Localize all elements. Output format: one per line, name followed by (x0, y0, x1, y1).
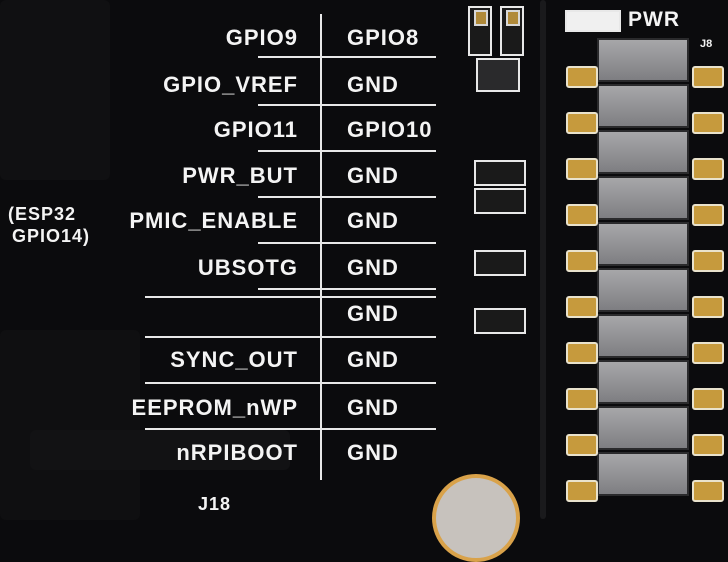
smd-component (474, 188, 526, 214)
header-pad (692, 158, 724, 180)
ic-package (476, 58, 520, 92)
header-pin (597, 130, 689, 174)
pin-label-right: GND (347, 255, 399, 280)
header-pad (566, 342, 598, 364)
pin-label-right: GND (347, 72, 399, 97)
pwr-label: PWR (628, 8, 680, 31)
header-pin (597, 360, 689, 404)
header-label: J8 (700, 38, 713, 50)
header-pad (692, 250, 724, 272)
pin-label-right: GND (347, 301, 399, 326)
header-pad (566, 66, 598, 88)
pwr-led (565, 10, 621, 32)
header-pin (597, 314, 689, 358)
header-pin (597, 84, 689, 128)
row-line (258, 104, 436, 106)
smd-component (474, 160, 526, 186)
side-note-line1: (ESP32 (8, 204, 77, 224)
header-pad (566, 296, 598, 318)
pin-label-right: GND (347, 440, 399, 465)
copper-pad (474, 10, 488, 26)
pin-label-left: UBSOTG (197, 255, 298, 280)
row-line (258, 242, 436, 244)
pin-label-right: GPIO10 (347, 117, 433, 142)
table-divider (320, 14, 322, 480)
pin-label-left: nRPIBOOT (176, 440, 298, 465)
header-pad (692, 342, 724, 364)
header-pad (566, 388, 598, 410)
smd-component (474, 308, 526, 334)
pcb-trace (30, 430, 290, 470)
row-line (145, 336, 436, 338)
header-pad (566, 204, 598, 226)
smd-component (474, 250, 526, 276)
header-pad (566, 250, 598, 272)
pin-label-right: GND (347, 347, 399, 372)
copper-pad (506, 10, 520, 26)
pin-label-right: GPIO8 (347, 25, 420, 50)
row-line (145, 428, 436, 430)
row-line (258, 150, 436, 152)
side-note-line2: GPIO14) (12, 226, 91, 246)
row-line (258, 56, 436, 58)
pin-label-left: GPIO11 (213, 117, 298, 142)
pin-label-left: GPIO9 (225, 25, 298, 50)
row-line (145, 382, 436, 384)
header-pad (692, 112, 724, 134)
pin-label-right: GND (347, 163, 399, 188)
header-pad (692, 480, 724, 502)
pin-label-left: EEPROM_nWP (131, 395, 298, 420)
header-pin (597, 268, 689, 312)
header-pin (597, 176, 689, 220)
header-pad (566, 480, 598, 502)
pin-label-left: SYNC_OUT (170, 347, 298, 372)
pcb-trace (0, 0, 110, 180)
pcb-trace (540, 0, 546, 519)
header-pad (566, 434, 598, 456)
row-line (258, 288, 436, 290)
header-pad (692, 204, 724, 226)
header-pad (692, 388, 724, 410)
header-pin (597, 406, 689, 450)
header-pad (692, 296, 724, 318)
header-pad (566, 158, 598, 180)
pin-label-left: PWR_BUT (182, 163, 298, 188)
header-pad (566, 112, 598, 134)
row-line (258, 196, 436, 198)
header-pad (692, 66, 724, 88)
pin-label-left: GPIO_VREF (163, 72, 298, 97)
header-pin (597, 222, 689, 266)
row-line (145, 296, 436, 298)
pin-label-right: GND (347, 208, 399, 233)
header-pad (692, 434, 724, 456)
pin-label-left: PMIC_ENABLE (129, 208, 298, 233)
pcb-trace (0, 330, 140, 520)
j18-label: J18 (198, 494, 232, 514)
round-pad (432, 474, 520, 562)
header-pin (597, 452, 689, 496)
header-pin (597, 38, 689, 82)
pin-label-right: GND (347, 395, 399, 420)
